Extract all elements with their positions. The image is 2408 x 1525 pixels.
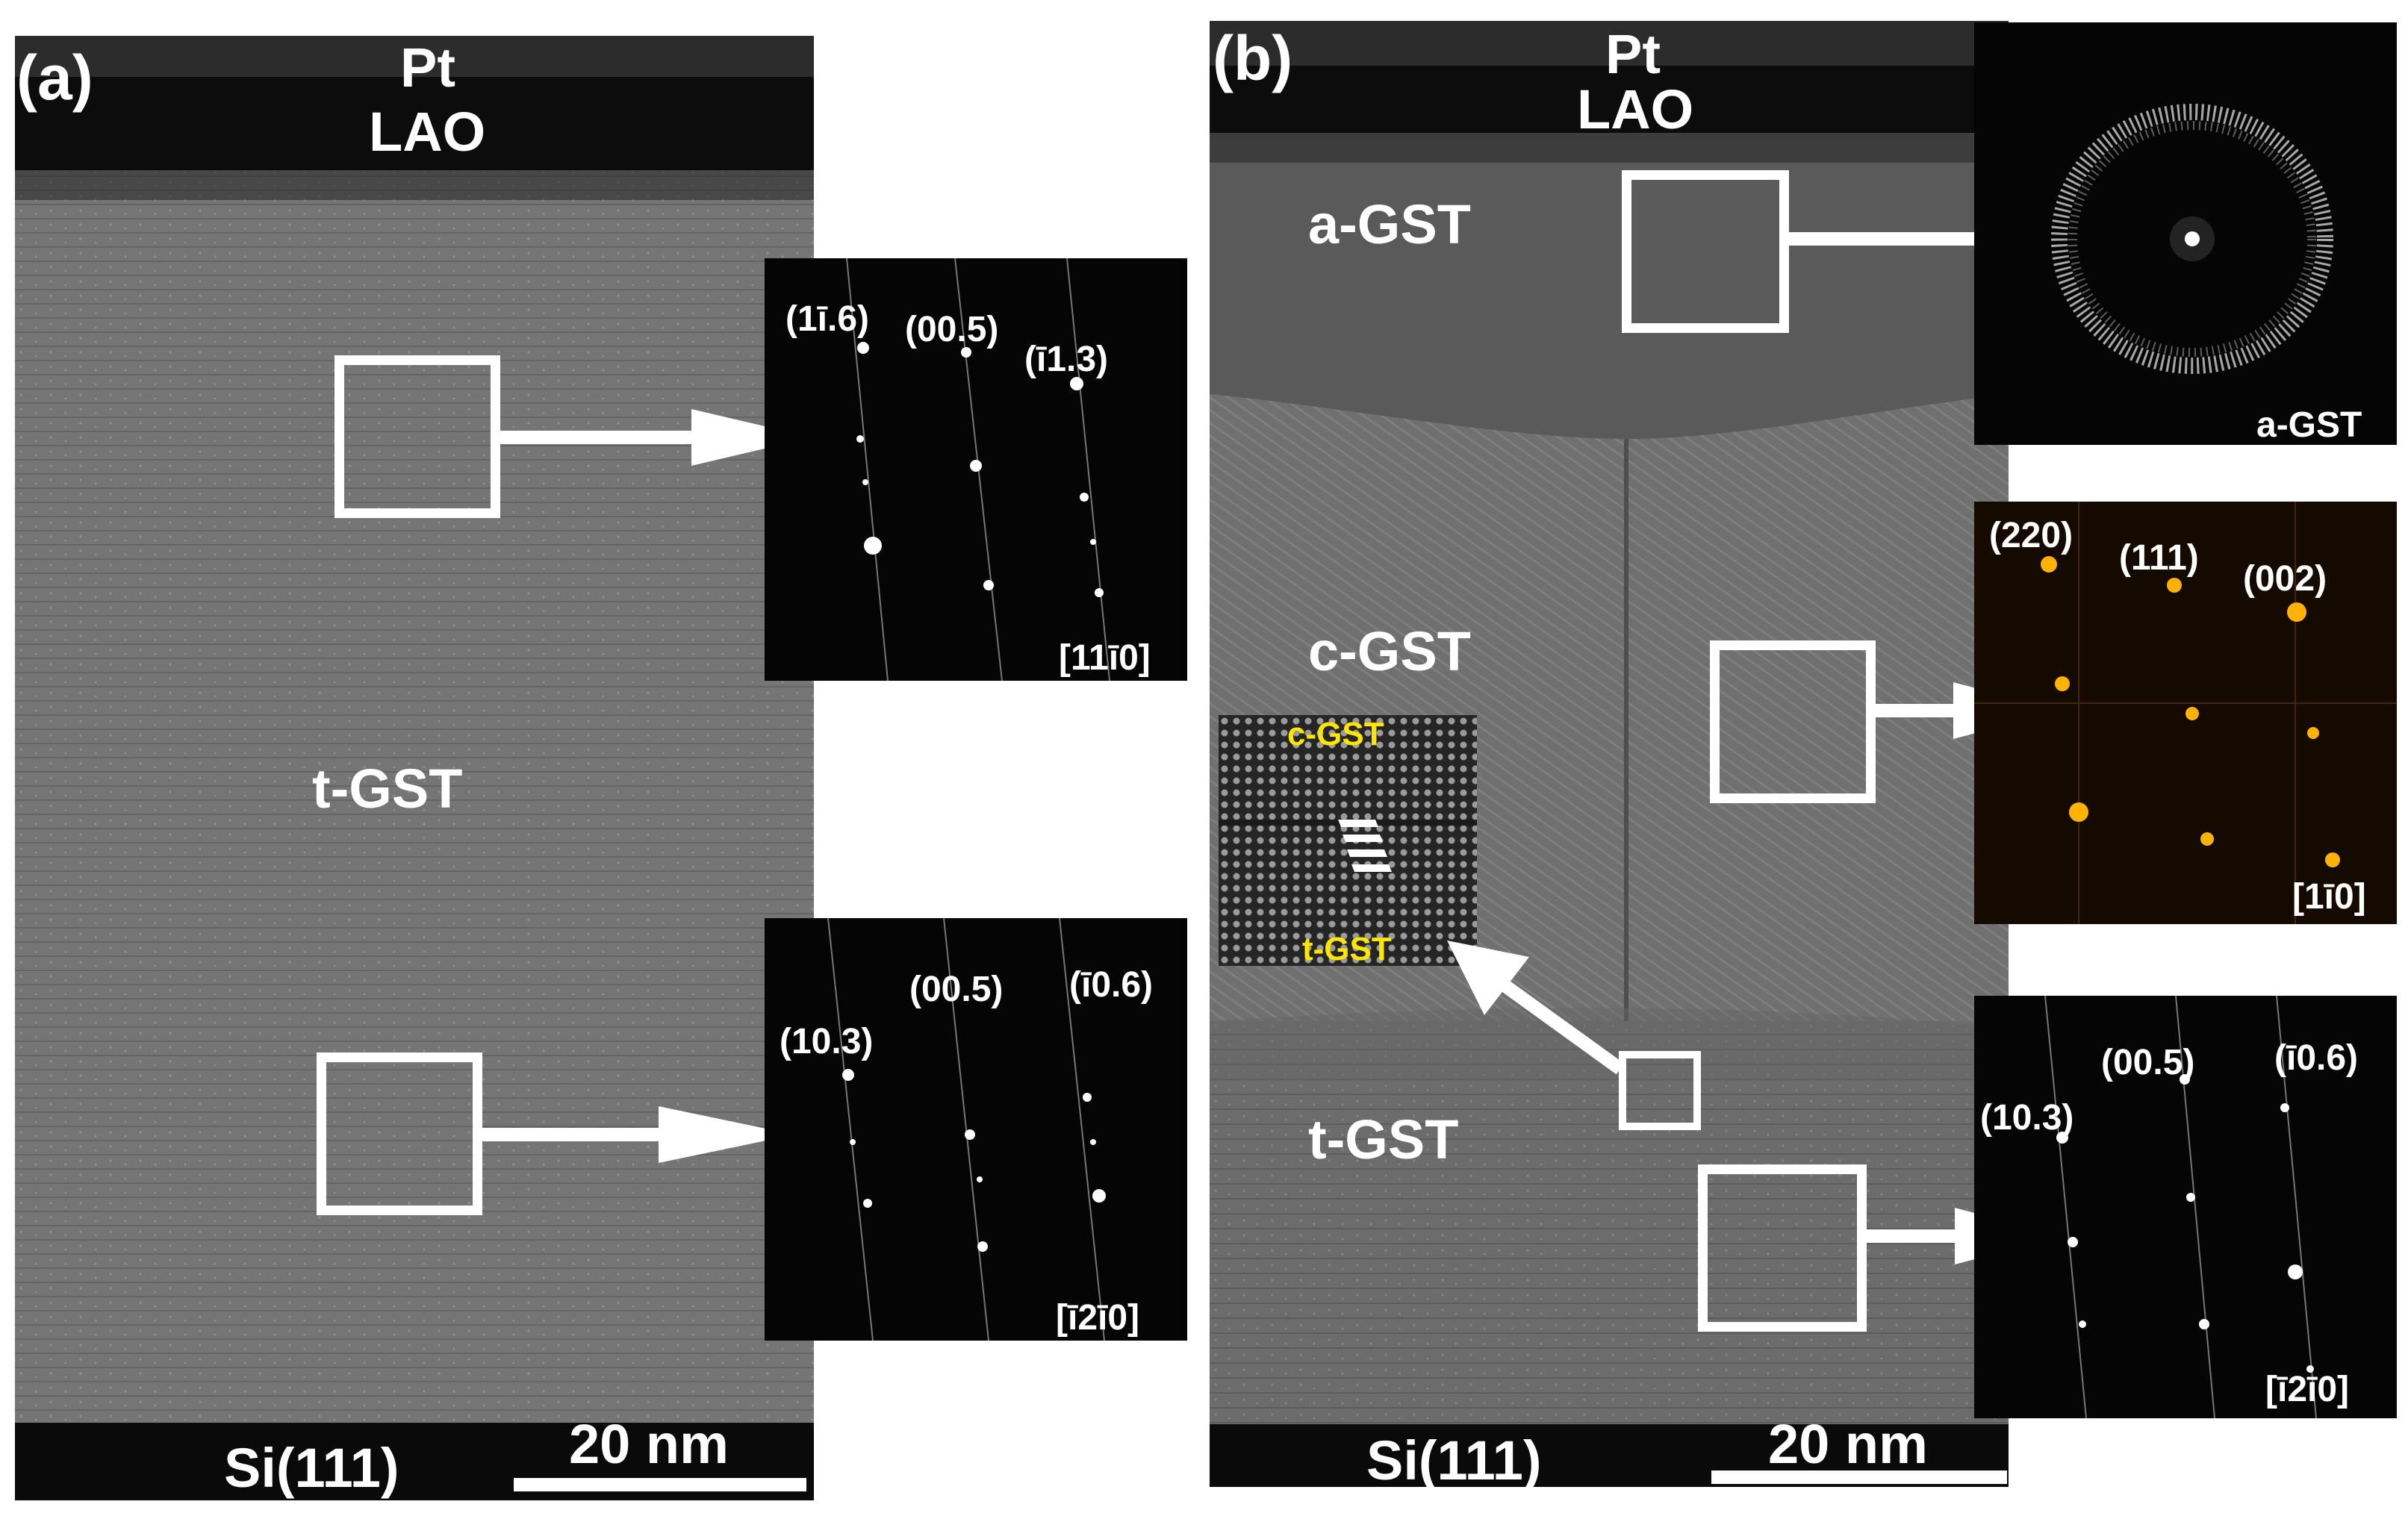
panel-a-fft-bottom bbox=[765, 918, 1187, 1341]
panel-a-scale-label: 20 nm bbox=[569, 1413, 729, 1475]
panel-a-roi-top bbox=[335, 355, 500, 518]
fft-a-top-spot-3: (ī1.3) bbox=[1024, 340, 1109, 379]
panel-a-scale-bar bbox=[514, 1478, 806, 1491]
fft-b-trigonal-pattern bbox=[2044, 996, 2317, 1418]
panel-a-arrow-top bbox=[499, 409, 812, 466]
panel-a-phase-label: t-GST bbox=[312, 758, 463, 820]
fft-b-amorphous-label: a-GST bbox=[2256, 405, 2362, 445]
fft-b-cubic-spot-1: (220) bbox=[1989, 516, 2073, 555]
panel-a-fft-top bbox=[765, 258, 1187, 681]
panel-a-substrate-label: Si(111) bbox=[224, 1437, 399, 1499]
panel-b-inset-arrow bbox=[1447, 941, 1625, 1075]
panel-b-trigonal-label: t-GST bbox=[1308, 1108, 1459, 1170]
fft-a-bottom-spot-2: (00.5) bbox=[909, 970, 1004, 1009]
panel-b-fft-trigonal bbox=[1974, 996, 2397, 1418]
fft-b-trigonal-spot-1: (10.3) bbox=[1980, 1098, 2074, 1138]
panel-b-hrtem-inset bbox=[1219, 715, 1477, 966]
fft-b-trigonal-spot-3: (ī0.6) bbox=[2274, 1038, 2359, 1078]
panel-b-roi-amorphous bbox=[1622, 170, 1789, 333]
panel-a-pt-label: Pt bbox=[400, 37, 455, 99]
hrtem-inset-bottom-label: t-GST bbox=[1302, 931, 1392, 967]
panel-b-tag: (b) bbox=[1213, 23, 1293, 93]
fft-b-cubic-spot-3: (002) bbox=[2243, 559, 2327, 599]
panel-a-micrograph bbox=[15, 36, 814, 1500]
fft-a-top-zone-axis: [11ī0] bbox=[1059, 638, 1151, 678]
panel-b-lao-label: LAO bbox=[1577, 78, 1694, 140]
fft-b-amorphous-pattern bbox=[2051, 104, 2333, 374]
panel-b-substrate-label: Si(111) bbox=[1366, 1429, 1542, 1491]
hrtem-inset-lattice bbox=[1219, 715, 1477, 966]
panel-b-fft-amorphous bbox=[1974, 22, 2397, 445]
panel-b-fft-cubic bbox=[1974, 502, 2397, 924]
panel-a-background bbox=[15, 36, 814, 1500]
panel-b-pt-label: Pt bbox=[1605, 23, 1661, 85]
panel-a-lao-label: LAO bbox=[369, 101, 486, 163]
fft-b-trigonal-zone-axis: [ī2ī0] bbox=[2265, 1370, 2350, 1409]
fft-a-bottom-pattern bbox=[827, 918, 1106, 1341]
fft-a-bottom-spot-3: (ī0.6) bbox=[1069, 965, 1154, 1005]
panel-b-roi-small bbox=[1619, 1051, 1701, 1130]
fft-b-trigonal-spot-2: (00.5) bbox=[2101, 1043, 2195, 1082]
hrtem-inset-top-label: c-GST bbox=[1287, 716, 1384, 752]
fft-b-cubic-zone-axis: [1ī0] bbox=[2292, 877, 2366, 917]
fft-a-bottom-zone-axis: [ī2ī0] bbox=[1056, 1298, 1140, 1338]
fft-a-top-spot-1: (1ī.6) bbox=[785, 299, 870, 339]
panel-a-arrow-bottom bbox=[481, 1106, 794, 1163]
fft-a-top-pattern bbox=[846, 258, 1110, 681]
panel-a-roi-bottom bbox=[317, 1052, 482, 1215]
fft-b-cubic-spot-2: (111) bbox=[2119, 538, 2199, 578]
fft-b-cubic-pattern bbox=[1974, 502, 2397, 924]
panel-a-tag: (a) bbox=[16, 43, 93, 113]
panel-b-roi-cubic bbox=[1710, 640, 1876, 803]
fft-a-bottom-spot-1: (10.3) bbox=[780, 1022, 874, 1061]
panel-b-roi-trigonal bbox=[1698, 1164, 1867, 1332]
panel-b-scale-label: 20 nm bbox=[1768, 1413, 1928, 1475]
fft-a-top-spot-2: (00.5) bbox=[905, 310, 999, 349]
panel-b-amorphous-label: a-GST bbox=[1308, 193, 1471, 255]
panel-b-cubic-label: c-GST bbox=[1308, 620, 1471, 682]
panel-b-scale-bar bbox=[1711, 1471, 2007, 1484]
